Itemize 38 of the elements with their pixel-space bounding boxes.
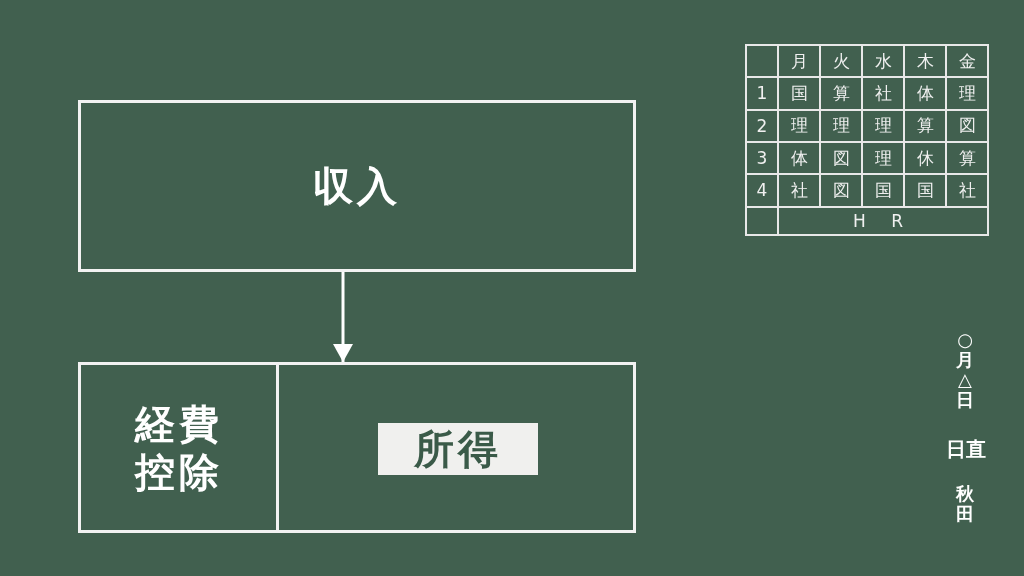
table-cell: 1 [746,77,778,110]
table-cell: 国 [862,174,904,207]
table-cell: 理 [862,141,904,175]
table-cell: 休 [904,141,946,175]
table-cell: 3 [746,141,778,175]
table-cell: 社 [862,77,904,110]
label-cell: 経費控除 [81,365,279,530]
arrow [333,272,353,362]
note-text: 秋田 [955,484,975,524]
table-cell: 木 [904,45,946,78]
table-cell: 理 [778,109,820,142]
table-cell: 体 [904,77,946,110]
table-cell: 理 [946,77,988,110]
table-cell: 月 [778,45,820,78]
highlighted-label: 所得 [378,423,538,475]
note-text: ○月△日 [955,330,975,410]
table-cell: 理 [820,109,862,142]
table-cell: 理 [862,109,904,142]
process-box: 収入 [78,100,636,272]
table-cell: 図 [946,109,988,142]
table-cell: 社 [778,174,820,207]
table-cell: 4 [746,174,778,207]
container-box [78,362,636,533]
table-cell: 体 [778,141,820,175]
table-cell: 算 [946,141,988,175]
table-cell: 国 [778,77,820,110]
table-cell: 金 [946,45,988,78]
table-cell: 図 [820,174,862,207]
table-cell: 2 [746,109,778,142]
table-cell: 火 [820,45,862,78]
table-cell: 図 [820,141,862,175]
note-text: 日直 [946,436,986,463]
table-cell: 国 [904,174,946,207]
table-cell: H R [778,206,988,235]
table-cell: 社 [946,174,988,207]
table-cell: 算 [904,109,946,142]
table-cell: 算 [820,77,862,110]
table-cell: 水 [862,45,904,78]
